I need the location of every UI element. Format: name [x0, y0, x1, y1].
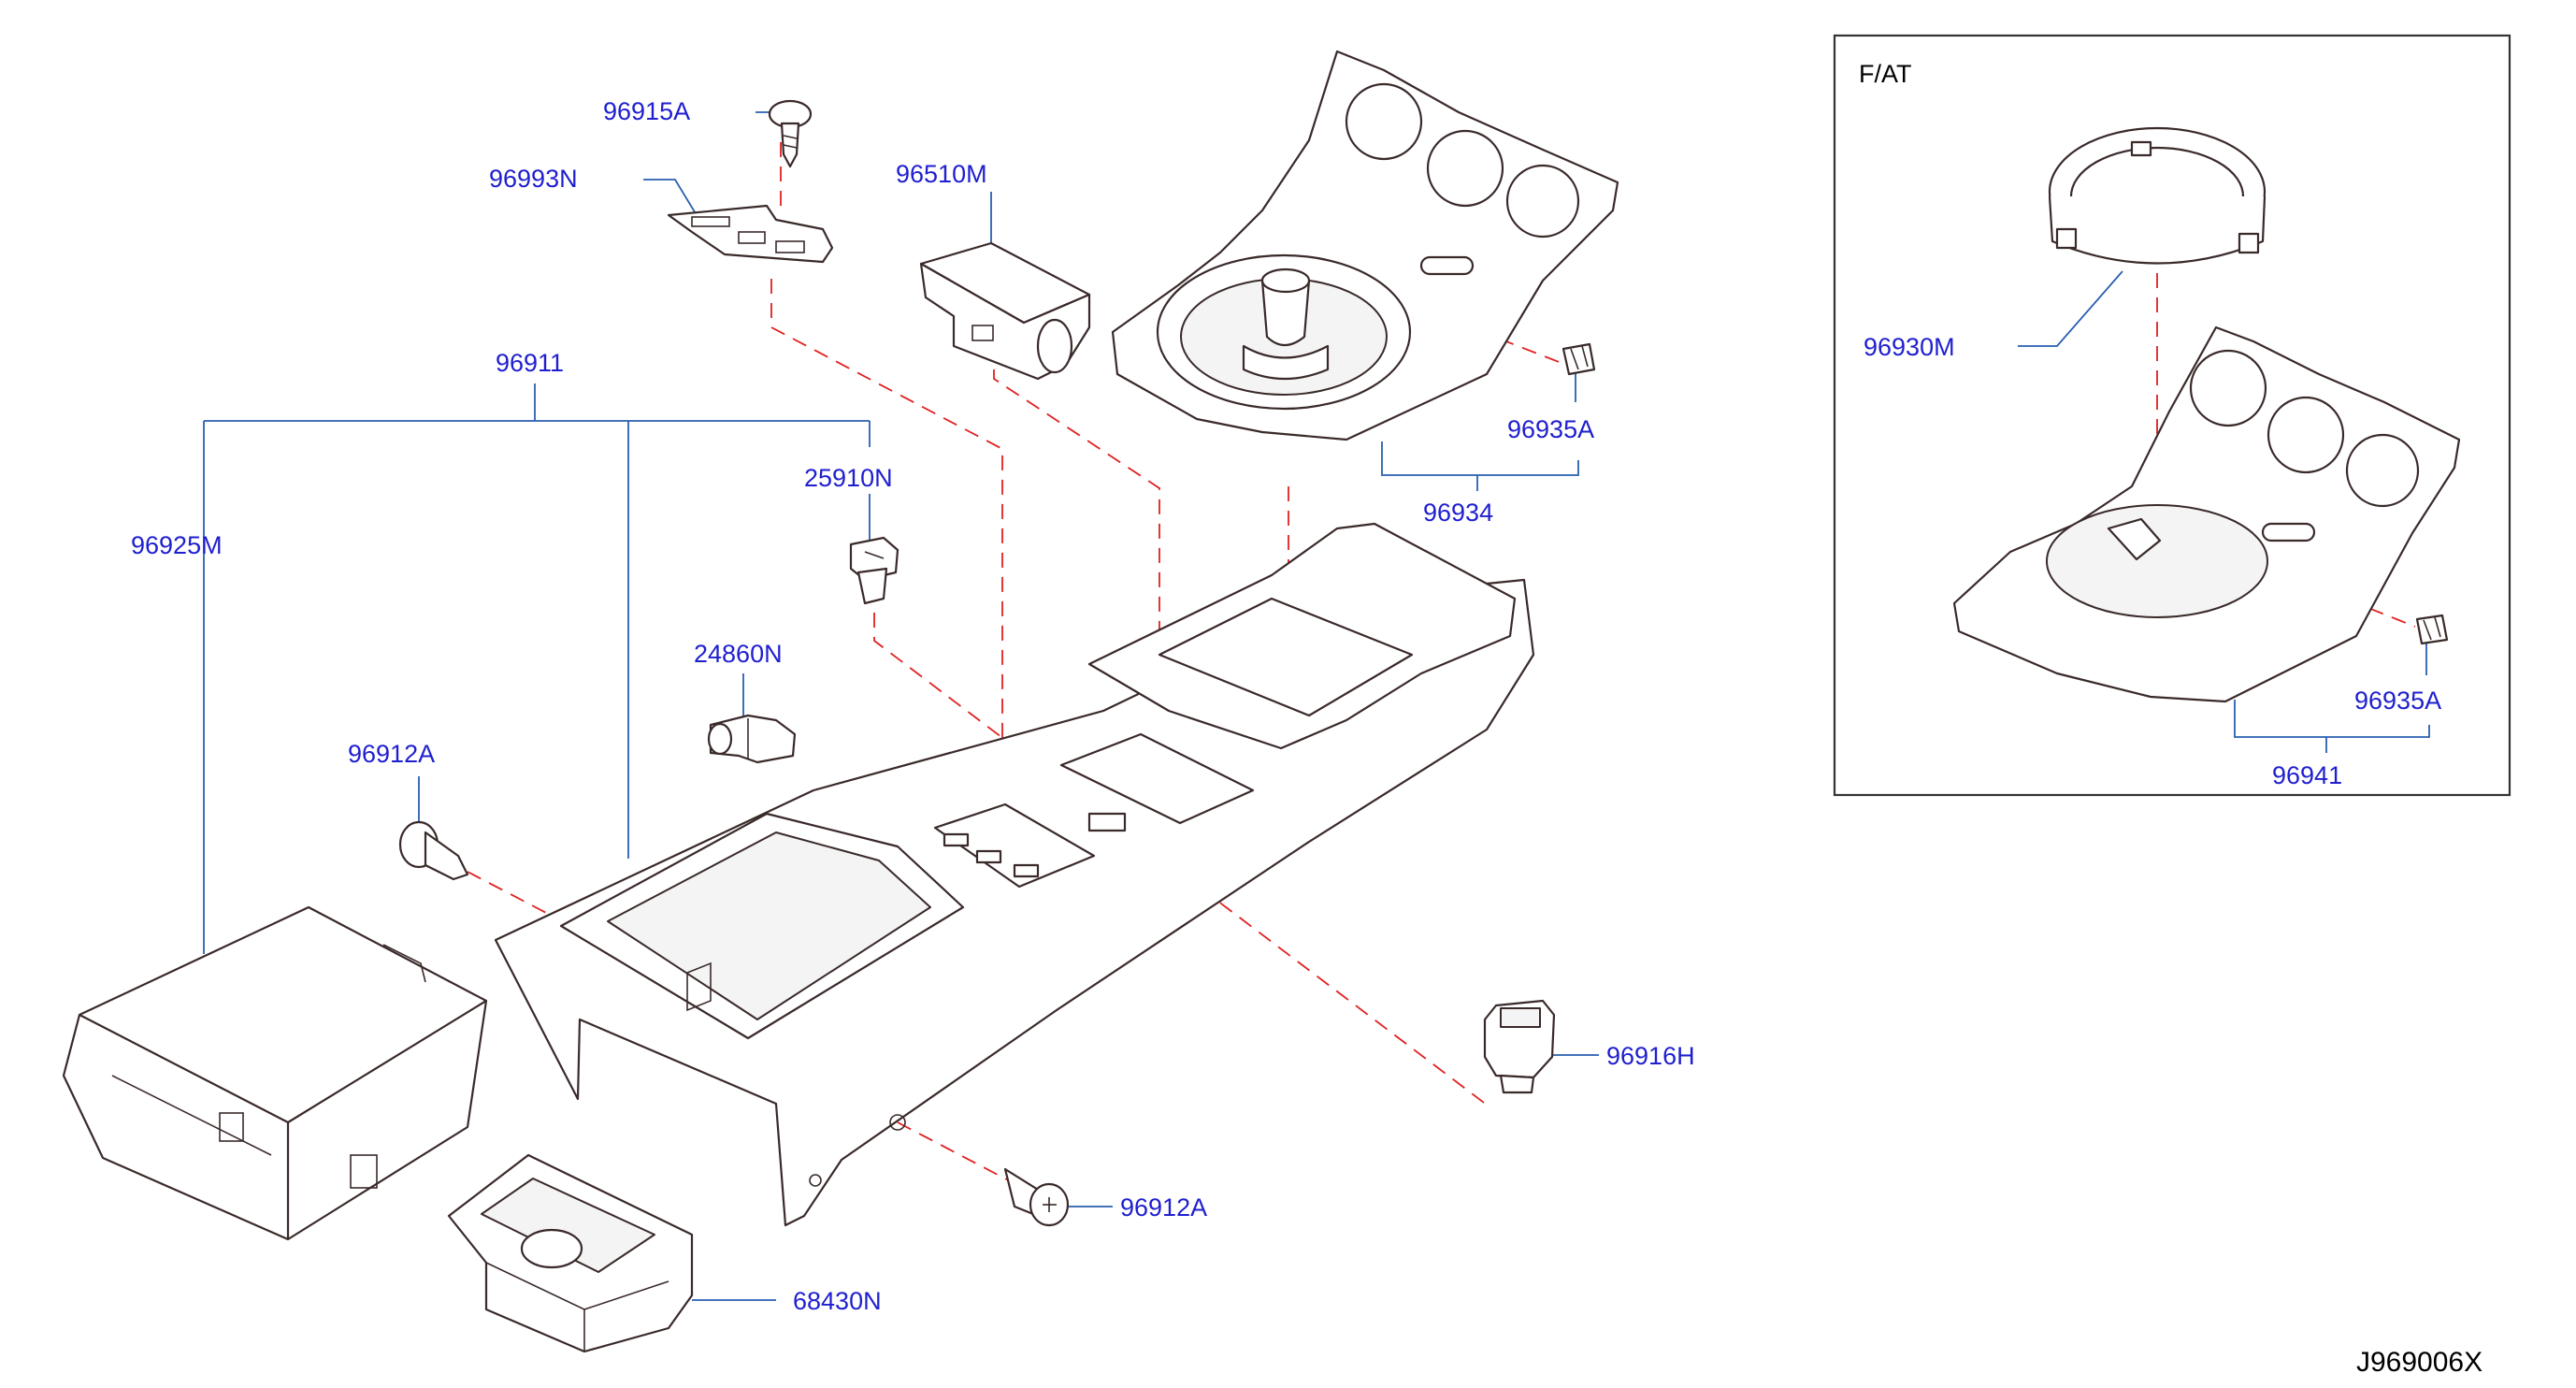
label-96912a-lower: 96912A	[1120, 1193, 1207, 1222]
label-96510m: 96510M	[896, 160, 987, 188]
label-96911: 96911	[496, 349, 564, 377]
label-96925m: 96925M	[131, 531, 223, 559]
label-96935a-inset: 96935A	[2354, 687, 2441, 715]
finisher-96941	[1952, 325, 2461, 703]
plug-24860n	[707, 714, 797, 764]
inset-frame	[1833, 34, 2511, 797]
console-body-96911	[494, 522, 1535, 1227]
console-lid-96925m	[62, 905, 488, 1241]
bracket-96993n	[667, 204, 834, 264]
label-68430n: 68430N	[793, 1287, 882, 1315]
inset-title: F/AT	[1859, 60, 1912, 88]
ring-96930m	[2048, 126, 2267, 265]
label-25910n: 25910N	[804, 464, 893, 492]
label-96915a: 96915A	[603, 97, 690, 125]
label-96930m: 96930M	[1864, 333, 1955, 361]
switch-96916h	[1483, 999, 1556, 1094]
finisher-96934	[1111, 50, 1619, 441]
screw-96912a-upper	[398, 820, 469, 881]
drawing-code: J969006X	[2356, 1347, 2482, 1378]
part-labels: 96915A 96993N 96510M 96911 96925M 25910N…	[131, 97, 2441, 1315]
label-96934: 96934	[1423, 499, 1493, 527]
clip-96935a-inset	[2415, 614, 2449, 645]
label-96935a-main: 96935A	[1507, 415, 1594, 443]
cup-holder-68430n	[447, 1153, 694, 1353]
lid-96510m	[919, 241, 1091, 381]
label-96916h: 96916H	[1606, 1042, 1695, 1070]
label-96912a-upper: 96912A	[348, 740, 435, 768]
label-96993n: 96993N	[489, 165, 578, 193]
switch-25910n	[849, 536, 899, 605]
screw-96912a-lower	[1003, 1167, 1070, 1227]
screw-96915a	[768, 99, 813, 168]
label-24860n: 24860N	[694, 640, 783, 668]
label-96941: 96941	[2272, 761, 2342, 789]
clip-96935a-main	[1561, 342, 1596, 376]
